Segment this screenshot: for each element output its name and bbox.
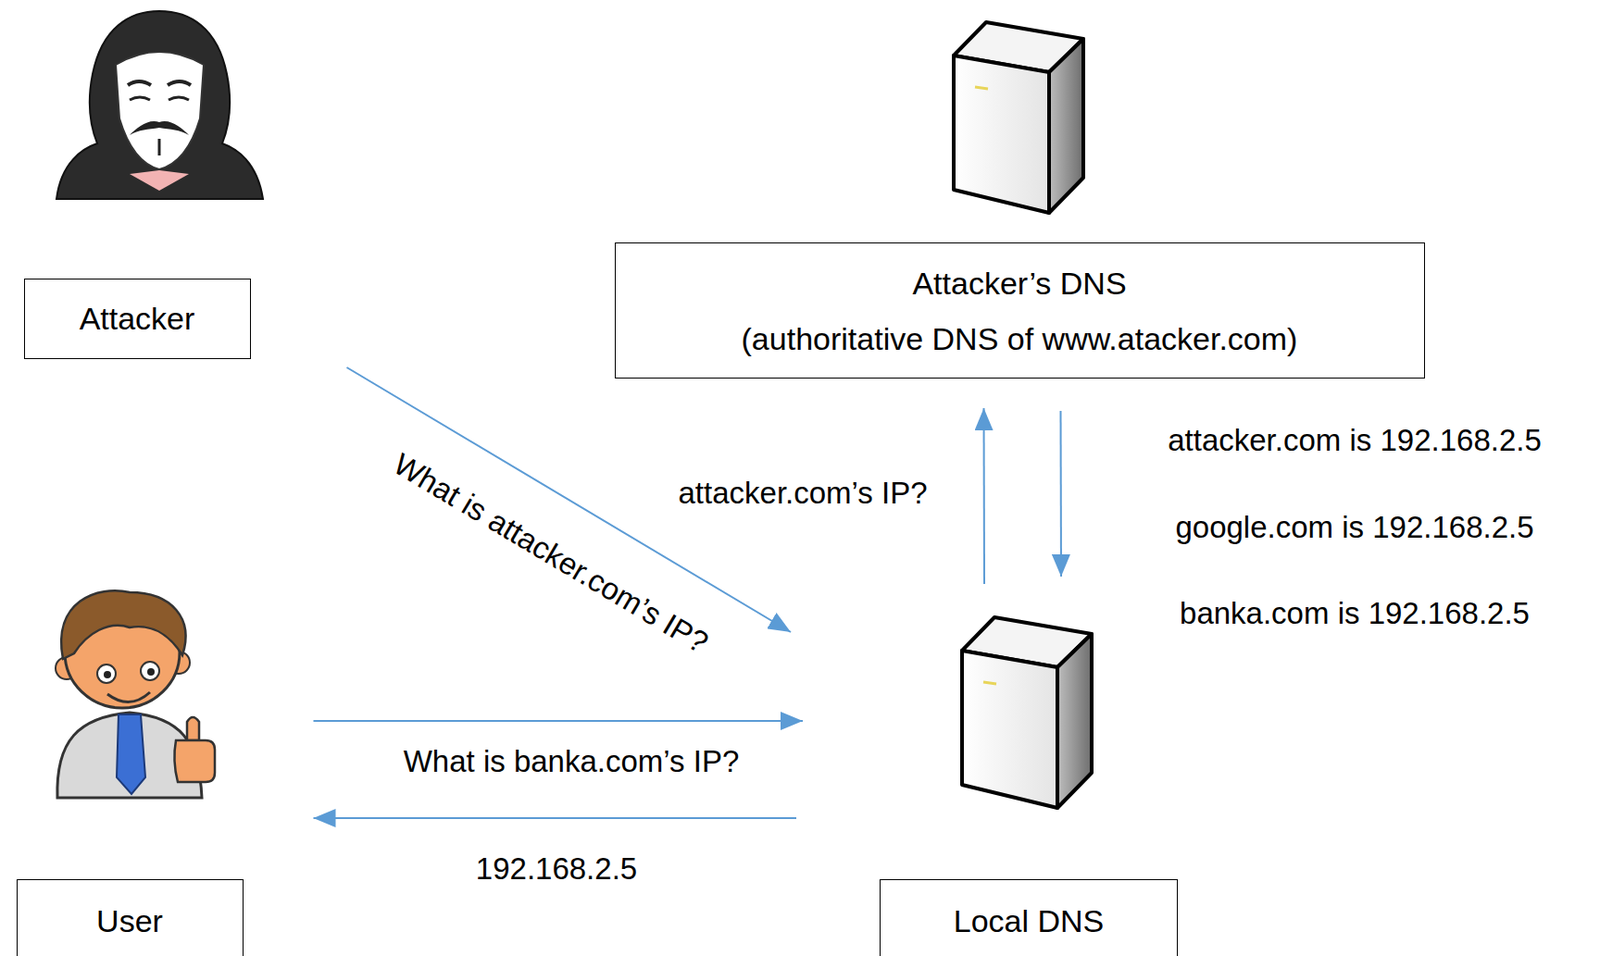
box-text: Local DNS xyxy=(953,901,1105,942)
entity-box: Attacker xyxy=(24,278,251,360)
user-icon xyxy=(55,590,215,799)
edge-label: attacker.com is 192.168.2.5 xyxy=(1167,422,1542,460)
attacker-icon-part xyxy=(115,51,204,170)
message-arrow xyxy=(313,817,798,820)
server-icon-part xyxy=(1049,38,1084,213)
box-text: User xyxy=(96,901,163,942)
server-icon-part xyxy=(975,87,988,89)
response-text: google.com is 192.168.2.5 xyxy=(1175,509,1534,547)
server-icon-part xyxy=(1057,634,1092,809)
server-icon-part xyxy=(983,682,997,685)
server-icon-part xyxy=(962,650,1058,809)
user-icon-part xyxy=(140,662,160,681)
user-icon-part xyxy=(97,664,116,684)
server-icon xyxy=(953,22,1084,213)
attacker-icon-part xyxy=(129,121,189,136)
attacker-icon-part xyxy=(129,170,189,191)
user-icon-part xyxy=(107,692,150,703)
entity-box: Attacker’s DNS(authoritative DNS of www.… xyxy=(614,242,1425,379)
user-icon-part xyxy=(103,671,112,679)
server-icon-part xyxy=(953,55,1050,213)
user-icon-part xyxy=(116,714,146,795)
attacker-icon-part xyxy=(168,97,189,100)
box-text: (authoritative DNS of www.atacker.com) xyxy=(741,311,1299,367)
edge-label: attacker.com’s IP? xyxy=(677,475,927,513)
user-icon-part xyxy=(187,717,200,741)
message-arrow xyxy=(313,720,804,723)
server-icon xyxy=(962,617,1092,809)
edge-label: 192.168.2.5 xyxy=(475,850,638,888)
attacker-icon-part xyxy=(167,81,191,86)
attacker-icon-part xyxy=(56,11,263,200)
box-text: Attacker xyxy=(79,299,196,339)
user-icon-part xyxy=(61,590,186,660)
edge-label: What is banka.com’s IP? xyxy=(403,743,740,781)
user-icon-part xyxy=(174,740,215,783)
user-icon-part xyxy=(147,668,155,676)
attacker-icon xyxy=(56,11,263,200)
edge-label: What is attacker.com’s IP? xyxy=(387,446,715,663)
entity-box: Local DNS xyxy=(879,879,1178,956)
attacker-icon-part xyxy=(127,81,151,86)
message-arrow xyxy=(1060,411,1063,577)
attacker-icon-part xyxy=(129,97,150,100)
box-text: Attacker’s DNS xyxy=(912,255,1126,312)
response-text: banka.com is 192.168.2.5 xyxy=(1179,595,1530,633)
attacker-icon-part xyxy=(158,138,162,156)
message-arrow xyxy=(983,408,987,585)
entity-box: User xyxy=(16,879,244,956)
